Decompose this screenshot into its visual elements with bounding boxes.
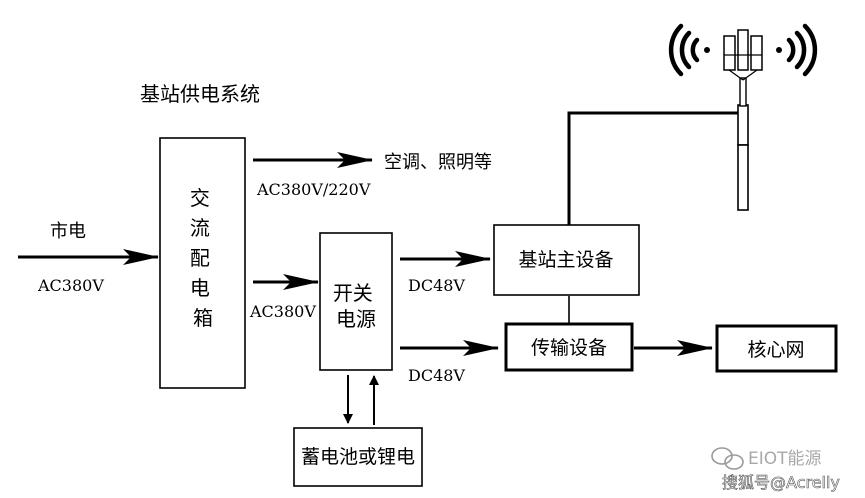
signal-waves-left-icon xyxy=(668,23,710,77)
hvac-lighting-label: 空调、照明等 xyxy=(384,152,492,173)
antenna-tower-icon xyxy=(723,29,763,211)
watermark-line1: EIOT能源 xyxy=(748,449,822,469)
switching-power-label: 开关 电源 xyxy=(333,281,379,331)
dc-top-label: DC48V xyxy=(408,276,465,295)
diagram-title: 基站供电系统 xyxy=(140,82,260,106)
wechat-icon xyxy=(711,447,744,470)
switching-power-box xyxy=(319,232,393,371)
ac-distribution-box xyxy=(159,137,246,389)
core-network-label: 核心网 xyxy=(747,339,804,361)
core-network-box xyxy=(715,324,838,373)
dc-bottom-label: DC48V xyxy=(408,366,465,385)
hvac-voltage-label: AC380V/220V xyxy=(256,180,371,199)
transmission-label: 传输设备 xyxy=(531,337,607,359)
ac-to-power-voltage-label: AC380V xyxy=(249,302,316,321)
bs-main-label: 基站主设备 xyxy=(518,249,613,271)
watermark: EIOT能源 搜狐号@Acrelly xyxy=(711,447,840,492)
mains-voltage-label: AC380V xyxy=(37,276,104,295)
watermark-line2: 搜狐号@Acrelly xyxy=(722,473,840,492)
battery-box xyxy=(293,427,423,487)
battery-label: 蓄电池或锂电 xyxy=(301,446,415,468)
ac-distribution-label: 交 流 配 电 箱 xyxy=(190,186,216,330)
signal-waves-right-icon xyxy=(776,23,818,77)
bs-main-box xyxy=(493,224,640,296)
mains-label: 市电 xyxy=(50,221,86,242)
feeder-line xyxy=(567,111,740,225)
